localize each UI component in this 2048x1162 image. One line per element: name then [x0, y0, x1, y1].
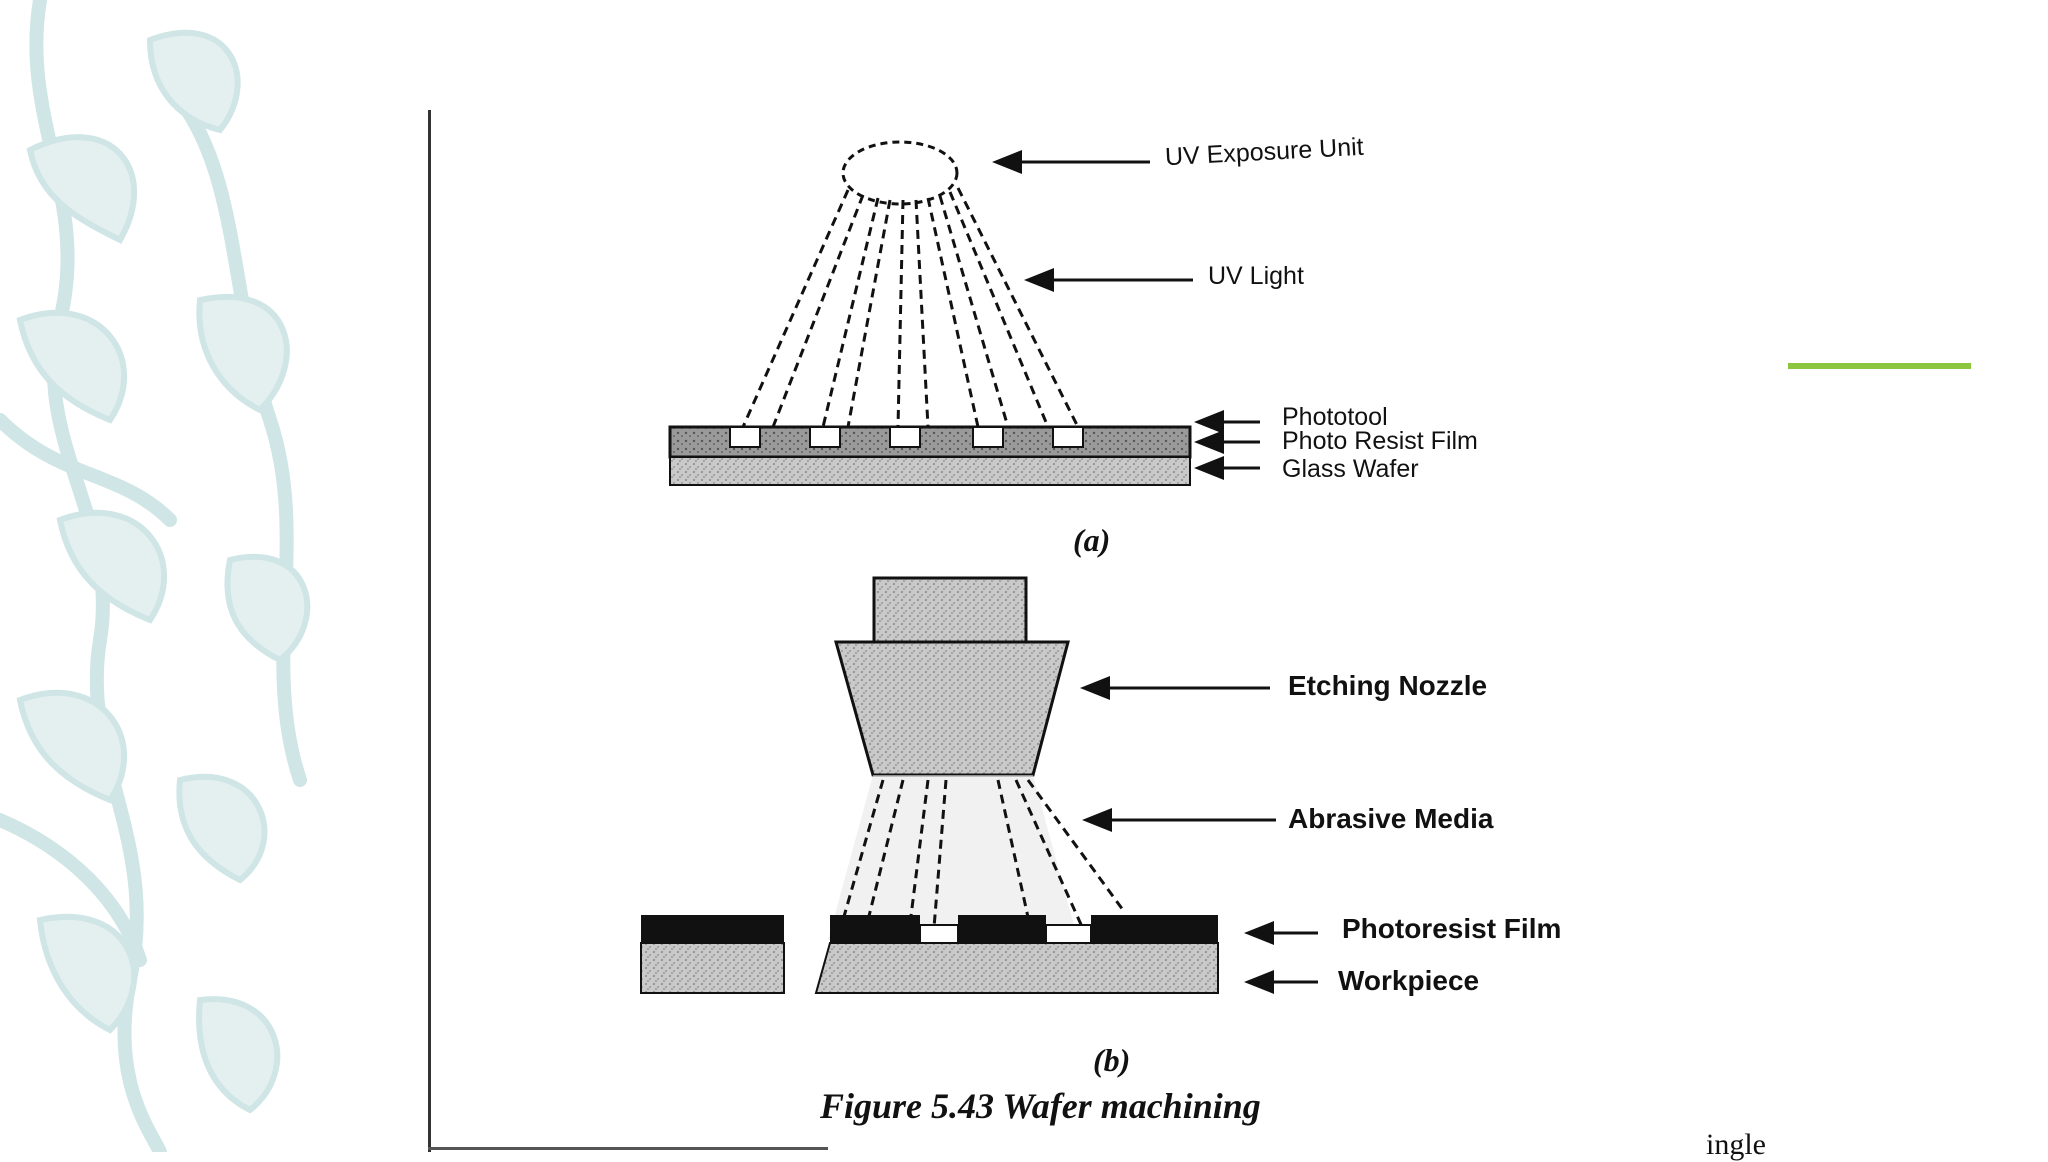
sublabel-b: (b) — [1093, 1042, 1131, 1078]
figure-caption: Figure 5.43 Wafer machining — [820, 1086, 1261, 1126]
accent-line — [1788, 363, 1971, 369]
leaf-vine-decoration — [0, 0, 311, 1152]
label-glass-wafer: Glass Wafer — [1282, 455, 1419, 483]
figure-border — [428, 110, 431, 1152]
cut-off-text: ingle — [1706, 1128, 1766, 1161]
figure-border-bottom — [428, 1147, 828, 1150]
label-etching-nozzle: Etching Nozzle — [1288, 670, 1488, 701]
label-phototool: Phototool — [1282, 403, 1388, 431]
wafer-machining-diagram — [640, 140, 1318, 994]
label-workpiece: Workpiece — [1338, 965, 1480, 996]
uv-light-rays — [741, 187, 1080, 428]
label-photo-resist-film: Photo Resist Film — [1282, 427, 1478, 455]
sublabel-a: (a) — [1073, 522, 1111, 558]
workpiece — [640, 924, 1219, 994]
label-photoresist-film: Photoresist Film — [1342, 913, 1562, 944]
label-uv-light: UV Light — [1208, 262, 1304, 290]
photo-resist-film — [668, 425, 1192, 459]
uv-exposure-unit — [841, 140, 959, 206]
photoresist-film-b — [641, 915, 1218, 943]
glass-wafer — [669, 456, 1191, 486]
etching-nozzle — [834, 576, 1070, 777]
label-abrasive-media: Abrasive Media — [1288, 803, 1494, 834]
